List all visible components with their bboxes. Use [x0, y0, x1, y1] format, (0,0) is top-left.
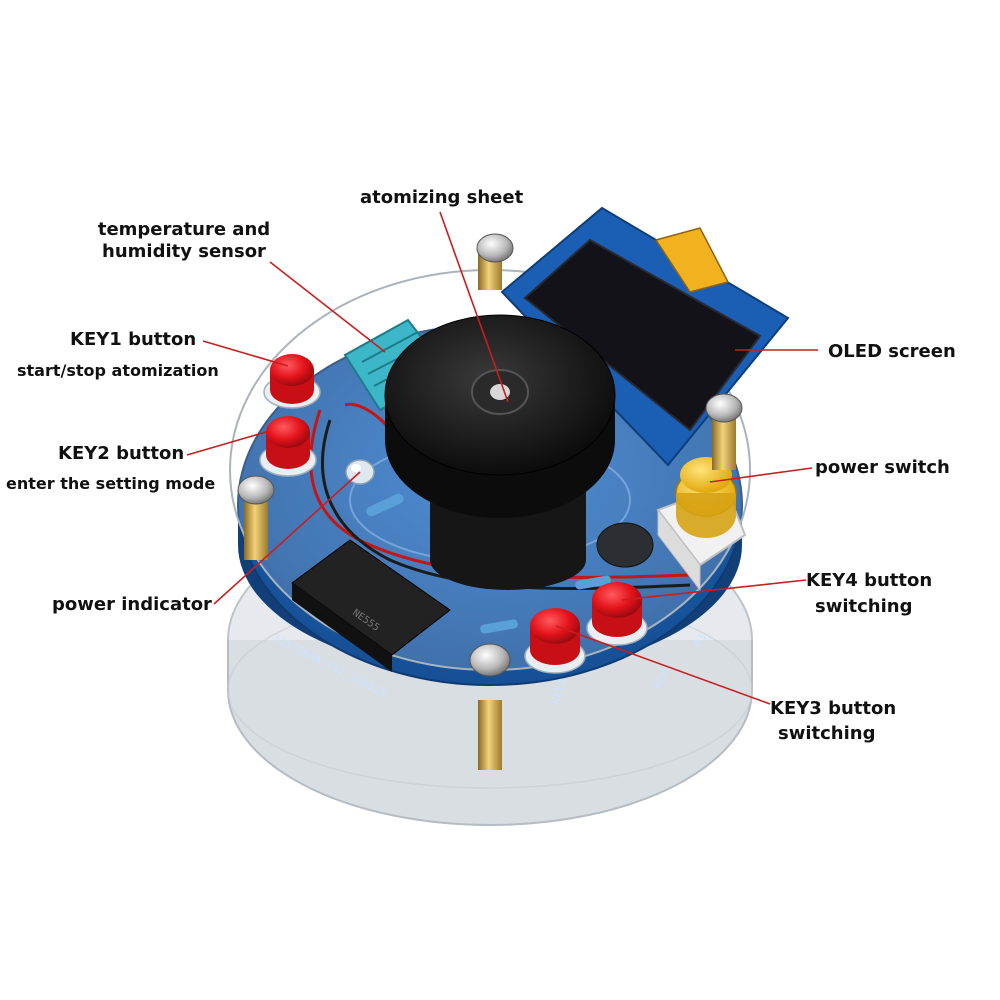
- standoff-screws: [237, 233, 743, 770]
- label-power-switch: power switch: [815, 457, 950, 478]
- key1-button[interactable]: [263, 354, 321, 409]
- leader-key4: [621, 579, 807, 601]
- atomizer: [384, 314, 616, 590]
- capacitor: [596, 522, 654, 568]
- label-key3-line2: switching: [778, 723, 876, 744]
- label-temp-humidity-line1: temperature and: [97, 219, 271, 240]
- leader-power-switch: [709, 467, 813, 483]
- label-oled-screen: OLED screen: [828, 341, 956, 362]
- label-key1-desc: start/stop atomization: [17, 361, 219, 380]
- leader-atomizing-sheet: [439, 211, 509, 403]
- label-key2-desc: enter the setting mode: [6, 474, 216, 493]
- leader-power-indicator: [213, 471, 361, 605]
- p3-silkscreen: P3: [691, 632, 709, 650]
- leader-temp-humidity: [269, 261, 386, 353]
- label-temp-humidity-line2: humidity sensor: [102, 241, 266, 262]
- label-key4-line2: switching: [815, 596, 913, 617]
- label-key3-line1: KEY3 button: [770, 698, 897, 719]
- label-key1-title: KEY1 button: [70, 329, 197, 350]
- ic-chip: NE555: [291, 539, 451, 672]
- leader-key1: [202, 340, 289, 367]
- label-key2-title: KEY2 button: [58, 443, 185, 464]
- label-power-indicator: power indicator: [52, 594, 212, 615]
- label-atomizing-sheet: atomizing sheet: [360, 187, 524, 208]
- label-key4-line1: KEY4 button: [806, 570, 933, 591]
- leader-lines: [186, 211, 818, 705]
- resistors: [366, 493, 611, 634]
- key2-button[interactable]: [259, 416, 317, 477]
- key3-button[interactable]: [524, 608, 586, 674]
- key4-button[interactable]: [586, 582, 648, 646]
- leader-key3: [555, 625, 771, 705]
- leader-key2: [186, 431, 267, 456]
